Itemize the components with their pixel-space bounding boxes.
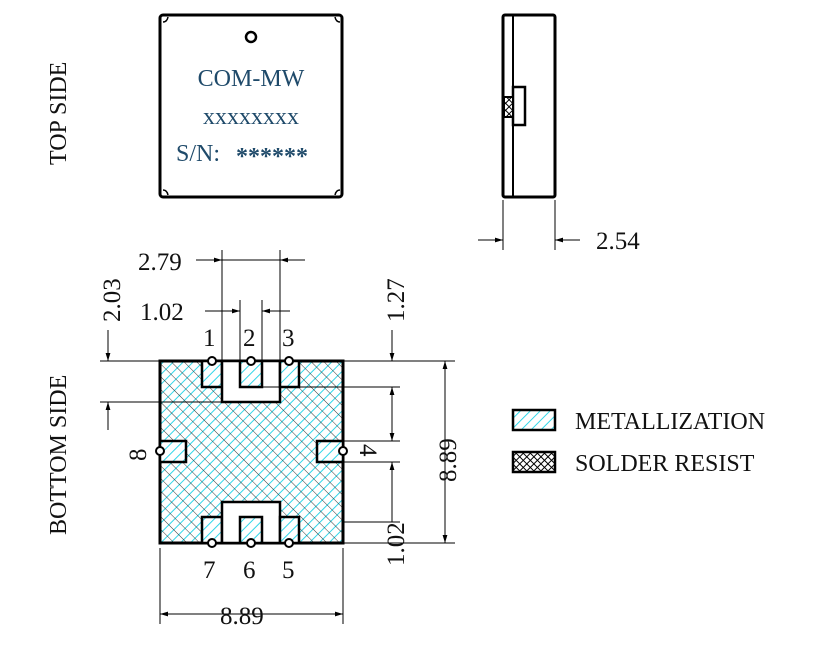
dim-thickness: 2.54	[596, 228, 640, 255]
bottom-view-body	[155, 356, 348, 548]
legend-swatch-solder-resist	[511, 450, 557, 474]
marking-sn-value: ******	[236, 144, 308, 170]
legend-label-metallization: METALLIZATION	[575, 409, 765, 435]
side-view	[478, 13, 580, 250]
dimension-lines	[100, 250, 455, 624]
pin-1: 1	[203, 325, 216, 352]
top-view-body	[158, 13, 344, 199]
pin-8: 8	[125, 449, 152, 462]
top-side-label: TOP SIDE	[46, 62, 72, 165]
dim-pad-depth: 1.27	[383, 278, 410, 322]
pin-7: 7	[203, 557, 216, 584]
pin-6: 6	[243, 557, 256, 584]
marking-sn-prefix: S/N:	[176, 141, 220, 167]
legend: METALLIZATION SOLDER RESIST	[511, 408, 765, 477]
dim-body-height: 8.89	[435, 438, 462, 482]
marking-line-1: COM-MW	[198, 66, 305, 92]
pin-5: 5	[282, 557, 295, 584]
dim-body-width: 8.89	[220, 603, 264, 630]
pin-3: 3	[282, 325, 295, 352]
dim-center-pad-width: 1.02	[140, 299, 184, 326]
legend-swatch-metallization	[511, 408, 557, 432]
bottom-side-label: BOTTOM SIDE	[46, 375, 72, 535]
dim-side-pad-width: 4	[354, 444, 381, 457]
marking-line-2: xxxxxxxx	[203, 104, 299, 130]
dim-bottom-pad-depth: 1.02	[383, 522, 410, 566]
pin-2: 2	[243, 325, 256, 352]
dim-pad-group-depth: 2.03	[99, 278, 126, 322]
dim-pad-group-width: 2.79	[138, 249, 182, 276]
legend-label-solder-resist: SOLDER RESIST	[575, 451, 755, 477]
